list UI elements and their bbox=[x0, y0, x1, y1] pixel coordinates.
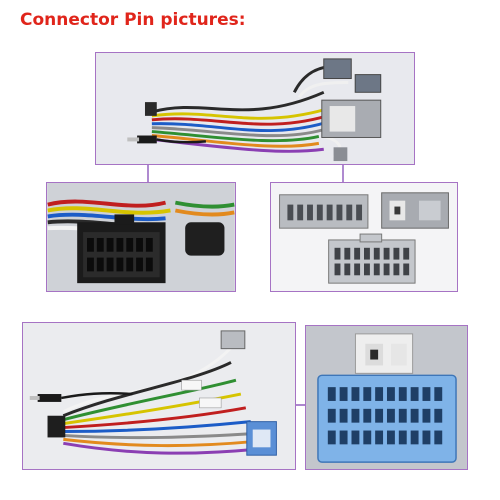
wiring-harness-icon bbox=[127, 58, 382, 162]
wiring-harness-icon bbox=[29, 330, 277, 456]
harness-bottom-panel bbox=[22, 322, 296, 470]
plugs-grey-panel bbox=[270, 182, 458, 292]
grey-plugs-icon bbox=[279, 192, 449, 284]
plug-16pin-panel bbox=[46, 182, 236, 292]
page-title: Connector Pin pictures: bbox=[20, 10, 246, 30]
plug-blue-panel bbox=[305, 325, 468, 470]
harness-top-panel bbox=[95, 52, 415, 165]
blue-plug-icon bbox=[306, 326, 467, 469]
plug-16pin-icon bbox=[47, 183, 235, 291]
